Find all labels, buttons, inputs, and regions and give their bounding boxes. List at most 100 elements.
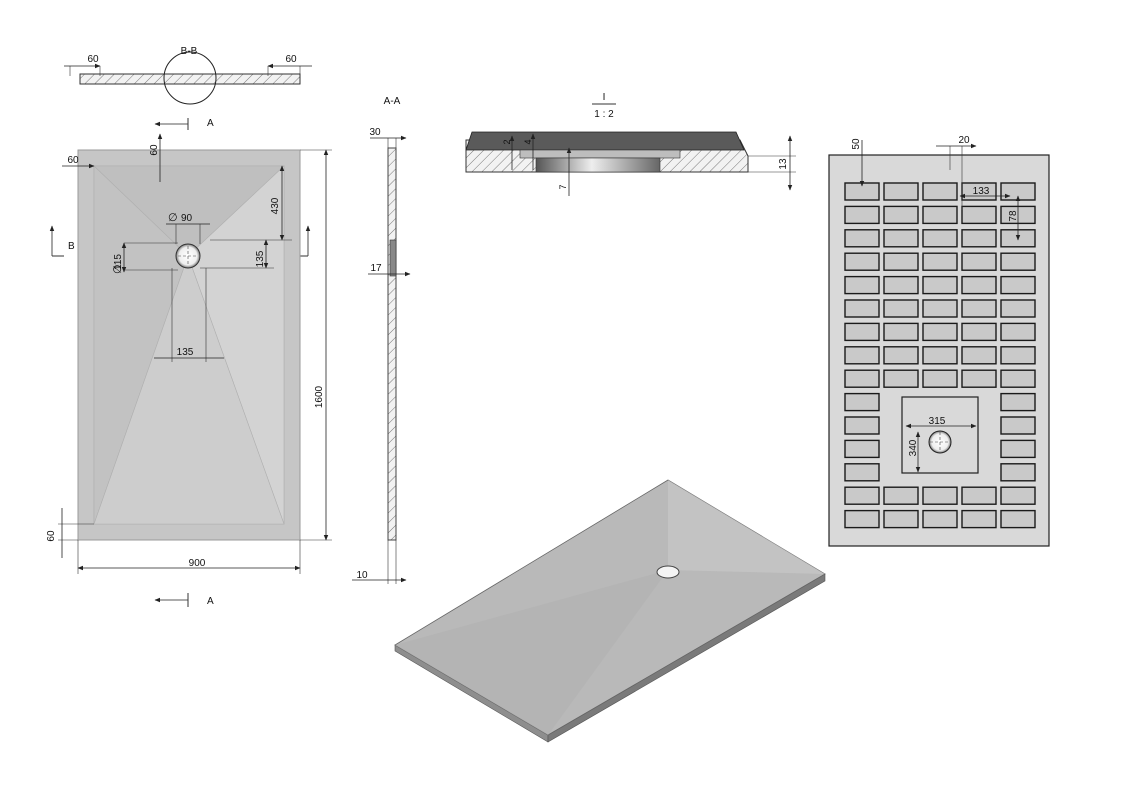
plan-arrow-top-label: A xyxy=(207,118,214,129)
rib-cell xyxy=(883,205,919,225)
rib-cell xyxy=(922,486,958,505)
rib-cell xyxy=(883,509,919,529)
detail-dim-thickness: 13 xyxy=(778,158,789,170)
detail-dim-b: 4 xyxy=(523,139,533,144)
detail-view: I 1 : 2 2 4 7 13 xyxy=(465,92,796,196)
plan-dia-symbol: ∅ xyxy=(168,212,178,224)
rib-cell xyxy=(1000,252,1036,271)
detail-dim-a: 2 xyxy=(502,139,512,144)
plan-dim-drain-dia: 90 xyxy=(181,213,193,224)
rib-cell xyxy=(844,369,880,388)
rib-cell xyxy=(961,369,997,388)
rib-cell xyxy=(844,299,880,318)
rib-cell xyxy=(922,205,958,225)
underside-dim-rib: 50 xyxy=(851,138,862,150)
plan-arrow-left-label: B xyxy=(68,241,75,252)
rib-cell xyxy=(844,416,880,435)
underside-dim-cell-width: 133 xyxy=(973,186,990,197)
rib-cell xyxy=(844,486,880,505)
bb-dim-right: 60 xyxy=(285,54,297,65)
rib-cell xyxy=(1000,392,1036,412)
section-aa-label: A-A xyxy=(384,96,401,107)
aa-dim-bottom: 10 xyxy=(356,570,368,581)
rib-cell xyxy=(844,275,880,295)
plan-dim-bottom-offset: 60 xyxy=(46,530,57,542)
section-bb-label: B-B xyxy=(181,46,198,57)
section-bb-view: B-B 60 60 xyxy=(64,46,312,105)
rib-cell xyxy=(844,346,880,365)
aa-dim-middle: 17 xyxy=(370,263,382,274)
rib-cell xyxy=(961,322,997,342)
plan-dim-left-offset: 60 xyxy=(67,155,79,166)
drain-icon xyxy=(928,430,952,454)
rib-cell xyxy=(883,346,919,365)
section-arrow-icon xyxy=(154,118,189,130)
rib-cell xyxy=(883,322,919,342)
rib-cell xyxy=(922,182,958,201)
rib-cell xyxy=(922,369,958,388)
rib-cell xyxy=(883,299,919,318)
rib-cell xyxy=(961,252,997,271)
section-arrow-icon xyxy=(154,593,189,607)
rib-cell xyxy=(922,509,958,529)
plan-arrow-bottom-label: A xyxy=(207,596,214,607)
rib-cell xyxy=(844,252,880,271)
detail-dim-c: 7 xyxy=(558,184,568,189)
rib-cell xyxy=(961,275,997,295)
section-aa-view: A-A 30 17 10 xyxy=(352,96,411,584)
rib-cell xyxy=(883,252,919,271)
rib-cell xyxy=(844,392,880,412)
rib-cell xyxy=(1000,275,1036,295)
rib-cell xyxy=(844,229,880,248)
rib-cell xyxy=(844,463,880,482)
plan-dim-top-offset: 60 xyxy=(149,144,160,156)
underside-dim-gap: 20 xyxy=(958,135,970,146)
bb-dim-left: 60 xyxy=(87,54,99,65)
rib-cell xyxy=(961,205,997,225)
plan-dim-drain-outer-dia: 115 xyxy=(113,254,124,270)
rib-cell xyxy=(1000,509,1036,529)
rib-cell xyxy=(961,486,997,505)
plan-dim-length: 1600 xyxy=(314,385,325,408)
section-arrow-icon xyxy=(49,225,64,257)
rib-cell xyxy=(1000,463,1036,482)
plan-dim-drain-vertical: 135 xyxy=(255,250,266,267)
plan-dim-width: 900 xyxy=(189,558,206,569)
rib-cell xyxy=(883,486,919,505)
rib-cell xyxy=(961,346,997,365)
drain-icon xyxy=(175,243,201,269)
rib-cell xyxy=(922,275,958,295)
detail-label-scale: 1 : 2 xyxy=(594,109,614,120)
rib-cell xyxy=(844,439,880,459)
underside-view: 50 20 133 78 315 340 xyxy=(828,135,1050,547)
rib-cell xyxy=(883,182,919,201)
rib-cell xyxy=(883,229,919,248)
aa-dim-top: 30 xyxy=(369,127,381,138)
plan-dim-drain-to-top: 430 xyxy=(270,197,281,214)
rib-cell xyxy=(1000,346,1036,365)
drain-icon xyxy=(656,565,680,579)
rib-cell xyxy=(1000,416,1036,435)
underside-dim-pocket-height: 340 xyxy=(908,439,919,456)
detail-label-top: I xyxy=(603,92,606,103)
plan-dia-symbol-outer: ∅ xyxy=(112,264,124,274)
underside-rib-grid xyxy=(844,182,1036,529)
rib-cell xyxy=(922,229,958,248)
rib-cell xyxy=(844,205,880,225)
rib-cell xyxy=(883,369,919,388)
rib-cell xyxy=(844,509,880,529)
rib-cell xyxy=(1000,439,1036,459)
plan-view: A A B B 60 60 xyxy=(46,118,332,607)
rib-cell xyxy=(922,346,958,365)
rib-cell xyxy=(1000,322,1036,342)
plan-dim-drain-horizontal: 135 xyxy=(177,347,194,358)
rib-cell xyxy=(1000,369,1036,388)
rib-cell xyxy=(844,322,880,342)
underside-dim-pocket-width: 315 xyxy=(929,416,946,427)
rib-cell xyxy=(883,275,919,295)
underside-dim-cell-height: 78 xyxy=(1008,210,1019,222)
isometric-view xyxy=(394,479,826,743)
rib-cell xyxy=(961,509,997,529)
rib-cell xyxy=(922,322,958,342)
